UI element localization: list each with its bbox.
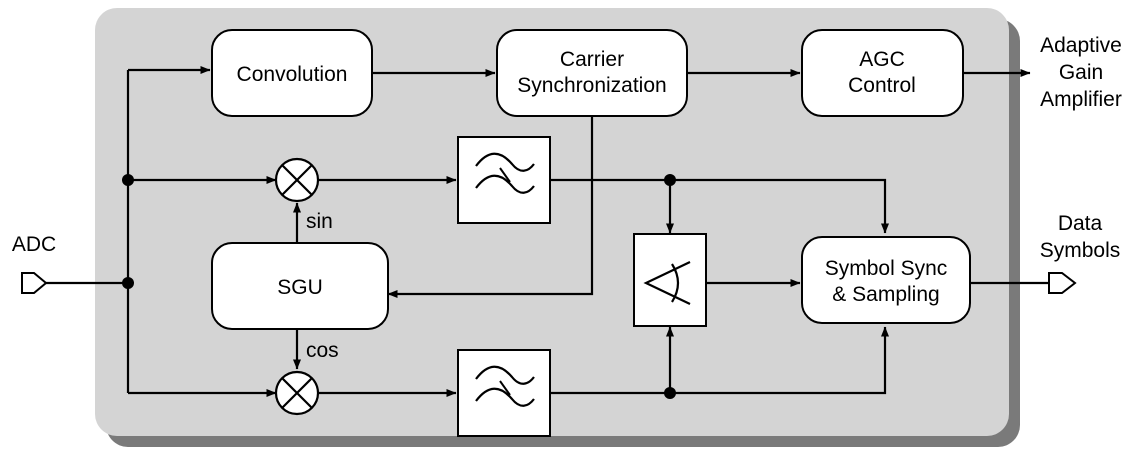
- agc-target-label-line3: Amplifier: [1040, 88, 1122, 111]
- agc-label-line1: AGC: [859, 48, 905, 71]
- adc-port-icon: [21, 272, 48, 294]
- data-port-icon: [1048, 272, 1077, 294]
- sgu-label: SGU: [277, 276, 323, 299]
- carrier-sync-label-line1: Carrier: [560, 48, 624, 71]
- carrier-sync-label-line2: Synchronization: [517, 74, 666, 97]
- sgu-block: SGU: [211, 242, 389, 330]
- symbol-sync-label-line2: & Sampling: [832, 283, 939, 306]
- lowpass-filter-top-icon: [457, 136, 551, 224]
- symbol-sync-label-line1: Symbol Sync: [825, 257, 948, 280]
- convolution-label: Convolution: [237, 63, 348, 86]
- agc-target-label-line2: Gain: [1059, 61, 1103, 84]
- agc-target-label-line1: Adaptive: [1040, 34, 1122, 57]
- junction-dot: [122, 174, 134, 186]
- lowpass-filter-bottom-icon: [457, 349, 551, 437]
- mixer-bottom-icon: [274, 370, 320, 416]
- junction-dot: [664, 174, 676, 186]
- convolution-block: Convolution: [211, 29, 373, 117]
- junction-dot: [122, 277, 134, 289]
- wires: [46, 66, 1049, 397]
- agc-label-line2: Control: [848, 74, 916, 97]
- carrier-sync-block: Carrier Synchronization: [496, 29, 688, 117]
- phase-detector-icon: [633, 233, 707, 327]
- mixer-top-icon: [274, 157, 320, 203]
- adc-label: ADC: [12, 233, 56, 256]
- sin-signal-label: sin: [306, 210, 333, 233]
- junction-dot: [664, 387, 676, 399]
- agc-control-block: AGC Control: [801, 29, 964, 117]
- data-symbols-label-line2: Symbols: [1040, 239, 1121, 262]
- symbol-sync-block: Symbol Sync & Sampling: [801, 236, 971, 324]
- cos-signal-label: cos: [306, 339, 339, 362]
- data-symbols-label-line1: Data: [1058, 212, 1103, 235]
